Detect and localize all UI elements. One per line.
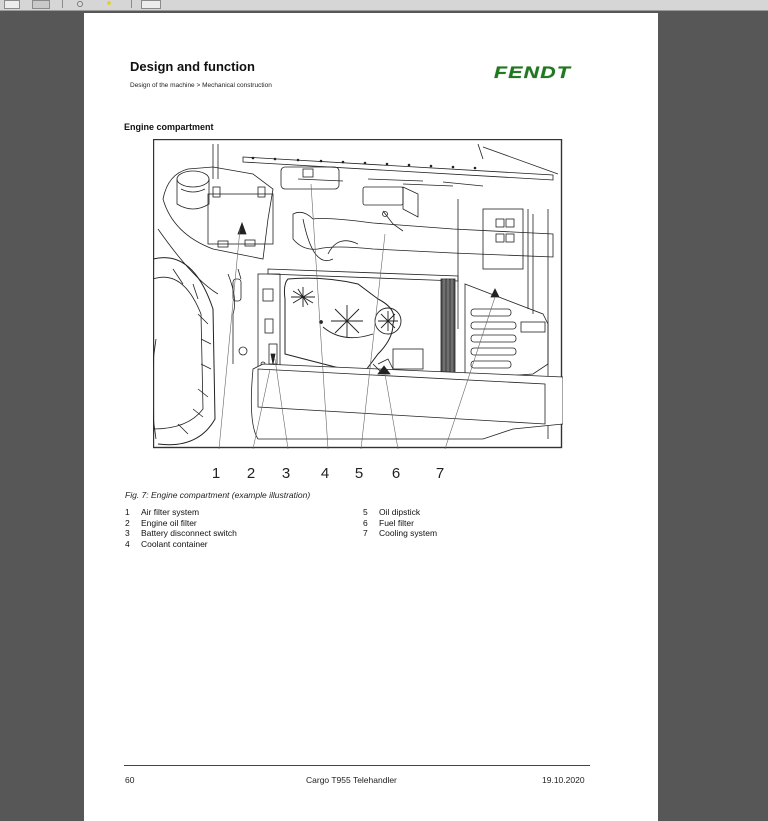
- legend-label: Cooling system: [379, 528, 438, 538]
- callout-7: 7: [435, 465, 445, 482]
- legend-number: 1: [125, 507, 130, 517]
- zoom-icon[interactable]: [77, 1, 83, 7]
- callout-6: 6: [391, 465, 401, 482]
- fendt-logo: FENDT: [494, 63, 572, 82]
- legend-item: 3 Battery disconnect switch: [125, 528, 237, 539]
- callout-1: 1: [211, 465, 221, 482]
- legend-label: Engine oil filter: [141, 517, 197, 528]
- section-heading: Engine compartment: [124, 122, 214, 132]
- legend-number: 7: [363, 528, 368, 538]
- page-view-icon[interactable]: [32, 0, 50, 9]
- legend-label: Fuel filter: [379, 517, 414, 528]
- toolbar-divider: [62, 0, 63, 8]
- viewer-toolbar: [0, 0, 768, 11]
- footer-divider: [124, 765, 590, 766]
- legend-number: 3: [125, 528, 130, 538]
- page-title: Design and function: [130, 59, 255, 74]
- legend-number: 5: [363, 507, 368, 517]
- legend-item: 4 Coolant container: [125, 539, 237, 550]
- callout-4: 4: [320, 465, 330, 482]
- highlight-icon[interactable]: [107, 1, 111, 5]
- callout-2: 2: [246, 465, 256, 482]
- legend-number: 2: [125, 517, 130, 528]
- legend-item: 2 Engine oil filter: [125, 518, 237, 529]
- engine-compartment-illustration: [151, 138, 564, 450]
- legend-item: 5 Oil dipstick: [363, 507, 437, 518]
- print-icon[interactable]: [4, 0, 20, 9]
- figure-caption: Fig. 7: Engine compartment (example illu…: [125, 490, 311, 500]
- legend-number: 4: [125, 538, 130, 549]
- footer-document-title: Cargo T955 Telehandler: [306, 775, 397, 785]
- footer-page-number: 60: [125, 775, 135, 785]
- legend-label: Coolant container: [141, 538, 208, 549]
- legend-label: Oil dipstick: [379, 507, 421, 517]
- legend-item: 1 Air filter system: [125, 507, 237, 518]
- document-page: Design and function Design of the machin…: [84, 13, 658, 821]
- legend-number: 6: [363, 517, 368, 528]
- legend-item: 7 Cooling system: [363, 528, 437, 539]
- legend-item: 6 Fuel filter: [363, 518, 437, 529]
- toolbar-divider: [131, 0, 132, 8]
- legend-label: Air filter system: [141, 507, 200, 517]
- legend-right: 5 Oil dipstick 6 Fuel filter 7 Cooling s…: [363, 507, 437, 539]
- callout-5: 5: [354, 465, 364, 482]
- footer-date: 19.10.2020: [542, 775, 585, 785]
- legend-left: 1 Air filter system 2 Engine oil filter …: [125, 507, 237, 549]
- sidebar-toggle-icon[interactable]: [141, 0, 161, 9]
- breadcrumb: Design of the machine > Mechanical const…: [130, 82, 272, 89]
- legend-label: Battery disconnect switch: [141, 528, 237, 538]
- callout-3: 3: [281, 465, 291, 482]
